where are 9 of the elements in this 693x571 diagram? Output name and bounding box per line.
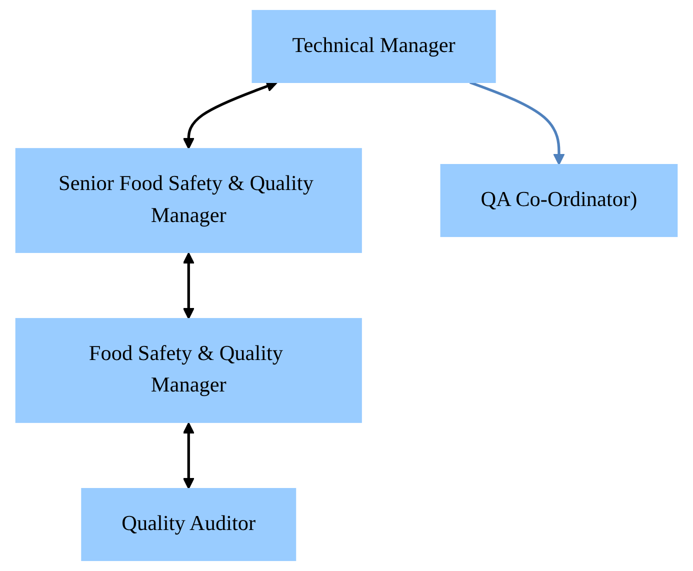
node-box: QA Co-Ordinator) bbox=[440, 164, 678, 238]
arrow bbox=[469, 81, 565, 166]
arrow bbox=[182, 80, 278, 150]
node-box: Technical Manager bbox=[252, 10, 496, 83]
node-box: Food Safety & Quality Manager bbox=[15, 318, 362, 423]
node-box: Senior Food Safety & Quality Manager bbox=[15, 148, 362, 253]
arrow bbox=[182, 252, 194, 320]
node-box: Quality Auditor bbox=[81, 488, 296, 562]
arrow bbox=[182, 422, 194, 490]
